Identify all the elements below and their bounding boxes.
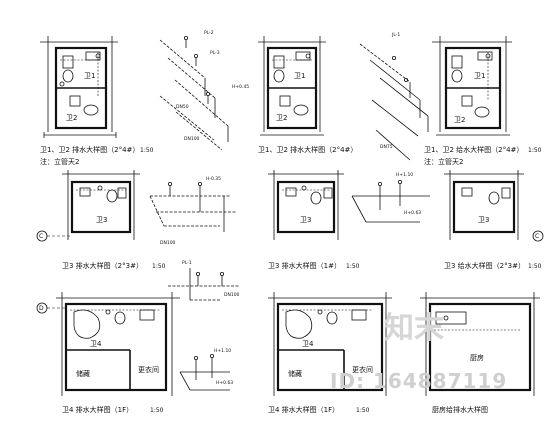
drawing-3-scale: 1:50 xyxy=(528,147,542,154)
room-w2-label-c: 卫2 xyxy=(454,116,465,124)
drawing-7-title: 卫4 排水大样图（1F） xyxy=(62,405,133,414)
pipe-label-h3-b: H+1.10 xyxy=(214,348,231,354)
note-2: 注：立管天2 xyxy=(424,157,463,166)
drawing-5-title: 卫3 排水大样图（1#） xyxy=(268,261,341,270)
drawing-6-scale: 1:50 xyxy=(528,263,542,270)
drawing-3-title: 卫1、卫2 给水大样图（2°4#） xyxy=(424,145,523,154)
isometric-wei1-wei2-supply xyxy=(359,43,429,161)
pipe-label-dn100-b: DN100 xyxy=(160,240,176,246)
plan-wei4-drainage-a xyxy=(36,292,180,396)
pipe-label-h3-a: H+1.10 xyxy=(396,172,413,178)
drawing-9-title: 厨房给排水大样图 xyxy=(432,405,488,414)
pipe-label-h1-a: H+0.45 xyxy=(232,84,249,90)
pipe-label-jl1-a: JL-1 xyxy=(391,32,400,38)
watermark-logo: 知末 xyxy=(384,311,444,346)
isometric-wei3-supply xyxy=(351,179,430,223)
plan-wei1-wei2-drainage-a xyxy=(40,36,118,138)
room-w1-label-c: 卫1 xyxy=(474,72,485,80)
axis-c-b: C xyxy=(535,233,539,240)
plan-wei3-drainage-a xyxy=(36,170,140,242)
drawing-1-scale: 1:50 xyxy=(140,147,154,154)
pipe-label-h4-b: H+0.63 xyxy=(216,380,233,386)
drawing-8-title: 卫4 排水大样图（1F） xyxy=(268,405,339,414)
room-w1-label-a: 卫1 xyxy=(84,72,95,80)
room-w4-label-b: 卫4 xyxy=(302,340,314,348)
watermark: 知末 ID: 164887119 xyxy=(330,311,507,393)
room-w3-label-c: 卫3 xyxy=(478,216,489,224)
plan-wei1-wei2-supply xyxy=(432,36,512,136)
plan-kitchen-water xyxy=(420,292,540,396)
drawing-2-title: 卫1、卫2 排水大样图（2°4#） xyxy=(258,145,357,154)
drawing-1-title: 卫1、卫2 排水大样图（2°4#） xyxy=(40,145,139,154)
pipe-label-pl3: PL-3 xyxy=(210,50,220,56)
isometric-wei4-supply xyxy=(179,353,230,391)
drawing-4-title: 卫3 排水大样图（2°3#） xyxy=(62,261,143,270)
pipe-label-pl2: PL-2 xyxy=(204,30,214,36)
drawing-7-scale: 1:50 xyxy=(150,407,164,414)
room-closet-label-b: 更衣间 xyxy=(352,365,373,374)
room-w1-label-b: 卫1 xyxy=(294,72,305,80)
isometric-wei1-wei2-drainage xyxy=(159,36,229,151)
room-w3-label-b: 卫3 xyxy=(300,216,311,224)
pipe-label-dn75-a: DN75 xyxy=(380,144,393,150)
plan-wei4-drainage-b xyxy=(268,292,392,396)
drawing-4-scale: 1:50 xyxy=(152,263,166,270)
pipe-label-dn100-c: DN100 xyxy=(224,292,240,298)
pipe-label-h4-a: H+0.63 xyxy=(404,210,421,216)
room-w2-label-a: 卫2 xyxy=(66,114,77,122)
axis-c-a: C xyxy=(39,233,43,240)
pipe-label-dn50-a: DN50 xyxy=(176,104,189,110)
room-w2-label-b: 卫2 xyxy=(276,114,287,122)
drawing-5-scale: 1:50 xyxy=(346,263,360,270)
room-store-label-a: 储藏 xyxy=(76,369,90,378)
watermark-id: ID: 164887119 xyxy=(330,369,507,393)
room-closet-label-a: 更衣间 xyxy=(138,365,159,374)
room-store-label-b: 储藏 xyxy=(288,369,302,378)
pipe-label-dn100-a: DN100 xyxy=(184,136,200,142)
plan-wei3-drainage-b xyxy=(268,170,344,240)
isometric-wei3-drainage xyxy=(149,181,236,232)
room-w3-label-a: 卫3 xyxy=(96,216,107,224)
drawing-6-title: 卫3 给水大样图（2°3#） xyxy=(444,261,525,270)
pipe-label-h2-a: H-0.35 xyxy=(206,176,221,182)
room-w4-label-a: 卫4 xyxy=(90,340,102,348)
pipe-label-pl1-a: PL-1 xyxy=(182,260,192,266)
plan-wei3-supply xyxy=(444,170,544,242)
room-kitchen-label: 厨房 xyxy=(470,353,484,362)
drawing-8-scale: 1:50 xyxy=(356,407,370,414)
isometric-wei4-drainage xyxy=(168,268,240,301)
axis-d-a: D xyxy=(39,305,44,312)
note-1: 注：立管天2 xyxy=(40,157,79,166)
plan-wei1-wei2-drainage-b xyxy=(258,36,326,136)
